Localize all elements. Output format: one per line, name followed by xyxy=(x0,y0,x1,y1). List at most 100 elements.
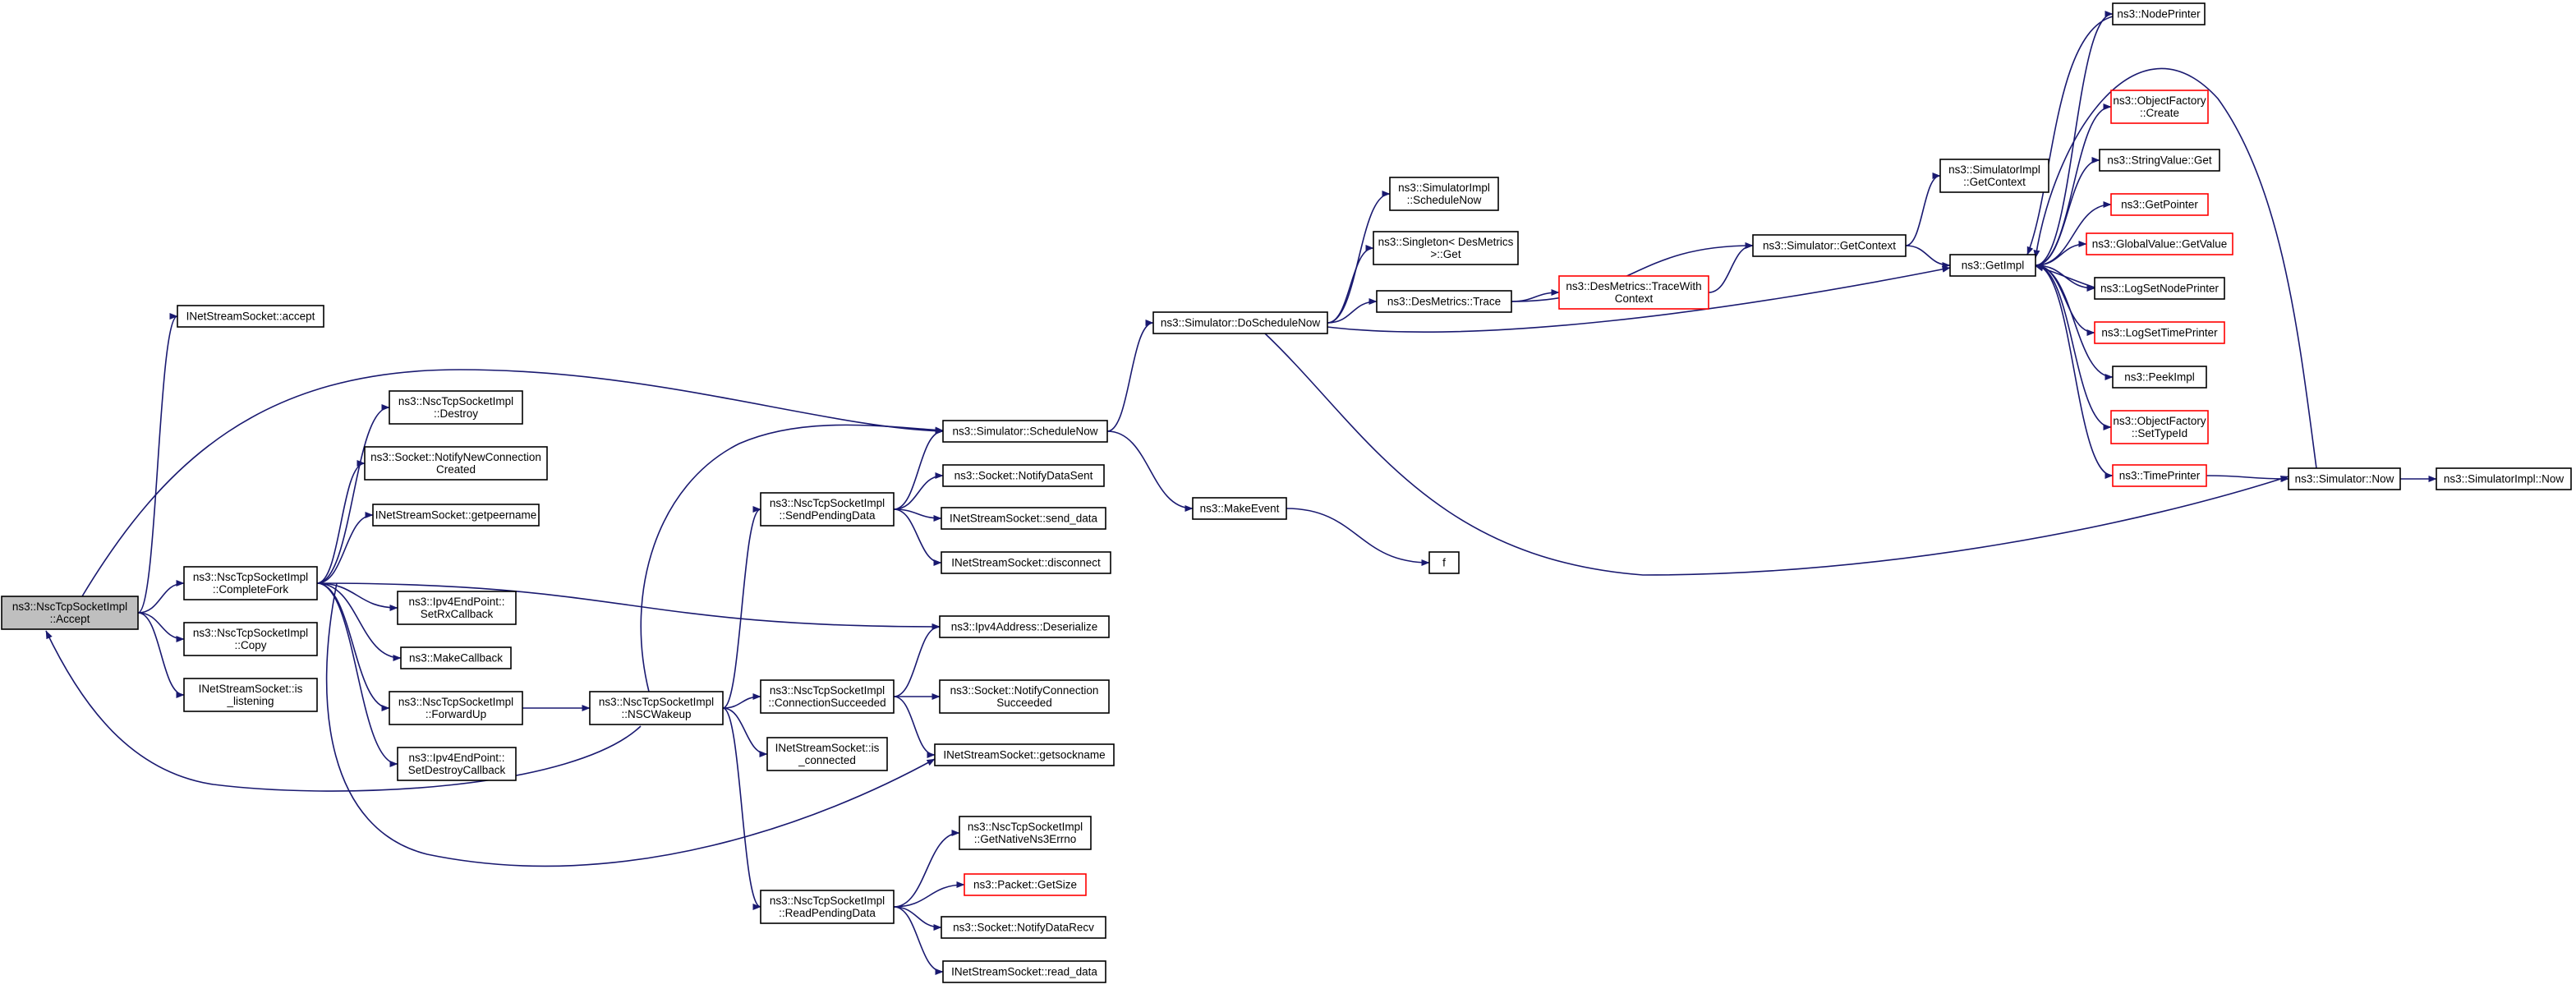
edge-line xyxy=(316,582,398,767)
node-desmetrics-trace[interactable]: ns3::DesMetrics::Trace xyxy=(1376,290,1512,313)
node-box xyxy=(1192,497,1287,520)
node-simulator-now[interactable]: ns3::Simulator::Now xyxy=(2288,467,2401,490)
node-disconnect[interactable]: INetStreamSocket::disconnect xyxy=(941,551,1111,574)
node-simimpl-getcontext[interactable]: ns3::SimulatorImpl::GetContext xyxy=(1939,159,2049,193)
node-simimpl-schedulenow[interactable]: ns3::SimulatorImpl::ScheduleNow xyxy=(1389,177,1499,211)
edge-doschedulenow-to-singleton-get xyxy=(1327,245,1374,324)
node-box xyxy=(939,615,1110,638)
node-inet-accept[interactable]: INetStreamSocket::accept xyxy=(177,305,324,328)
node-label: ::ScheduleNow xyxy=(1407,194,1482,206)
node-label: SetDestroyCallback xyxy=(408,764,506,776)
node-makecallback[interactable]: ns3::MakeCallback xyxy=(400,646,512,669)
edge-nscwakeup-to-isconnected xyxy=(722,707,768,757)
node-schedulenow[interactable]: ns3::Simulator::ScheduleNow xyxy=(942,420,1108,443)
node-objfactory-settypeid[interactable]: ns3::ObjectFactory::SetTypeId xyxy=(2110,410,2209,444)
edge-getimpl-to-stringvalue-get xyxy=(2035,157,2100,266)
edge-getimpl-to-globalvalue-getvalue xyxy=(2035,241,2087,266)
node-peekimpl[interactable]: ns3::PeekImpl xyxy=(2112,366,2207,389)
edge-desmetrics-trace-to-tracewithcontext xyxy=(1511,289,1560,302)
edge-line xyxy=(137,580,185,614)
node-label: ::SendPendingData xyxy=(779,509,876,522)
node-sendpending[interactable]: ns3::NscTcpSocketImpl::SendPendingData xyxy=(760,492,895,527)
node-send-data[interactable]: INetStreamSocket::send_data xyxy=(941,507,1106,530)
node-label: INetStreamSocket::getsockname xyxy=(943,749,1105,761)
edge-nscwakeup-to-connsucceeded xyxy=(722,693,761,709)
node-box xyxy=(2436,467,2572,490)
node-isconnected[interactable]: INetStreamSocket::is_connected xyxy=(766,737,888,771)
edge-line xyxy=(1511,242,1754,302)
node-label: ::ConnectionSucceeded xyxy=(768,697,886,709)
edge-line xyxy=(2035,264,2112,430)
node-box xyxy=(372,504,540,527)
edge-line xyxy=(893,881,965,908)
node-label: ns3::NscTcpSocketImpl xyxy=(770,497,885,509)
node-simimpl-now[interactable]: ns3::SimulatorImpl::Now xyxy=(2436,467,2572,490)
edge-completefork-to-destroy xyxy=(316,404,390,584)
node-getpointer[interactable]: ns3::GetPointer xyxy=(2110,193,2209,216)
node-setdestroycb[interactable]: ns3::Ipv4EndPoint::SetDestroyCallback xyxy=(397,747,517,781)
node-logsettimeprinter[interactable]: ns3::LogSetTimePrinter xyxy=(2094,321,2225,344)
node-readpending[interactable]: ns3::NscTcpSocketImpl::ReadPendingData xyxy=(760,890,895,924)
node-notifydatarecv[interactable]: ns3::Socket::NotifyDataRecv xyxy=(941,916,1106,939)
node-islistening[interactable]: INetStreamSocket::is_listening xyxy=(183,678,318,712)
edge-accept-to-schedulenow xyxy=(81,369,944,597)
edge-line xyxy=(722,707,768,757)
node-logsetnodeprinter[interactable]: ns3::LogSetNodePrinter xyxy=(2094,277,2225,300)
node-box xyxy=(1,596,139,630)
node-label: ns3::LogSetTimePrinter xyxy=(2101,327,2218,339)
node-label: ns3::Socket::NotifyNewConnection xyxy=(370,451,541,463)
node-box xyxy=(934,743,1115,766)
node-label: >::Get xyxy=(1430,248,1460,260)
node-connsucceeded[interactable]: ns3::NscTcpSocketImpl::ConnectionSucceed… xyxy=(760,679,895,714)
node-read-data[interactable]: INetStreamSocket::read_data xyxy=(942,960,1106,983)
node-getcontext[interactable]: ns3::Simulator::GetContext xyxy=(1752,234,1907,257)
edge-connsucceeded-to-deserialize xyxy=(893,623,941,697)
edge-doschedulenow-to-getimpl xyxy=(1327,265,1951,333)
node-label: ns3::Socket::NotifyDataSent xyxy=(954,470,1093,482)
node-accept[interactable]: ns3::NscTcpSocketImpl::Accept xyxy=(1,596,139,630)
node-box xyxy=(589,691,724,725)
edge-nscwakeup-to-readpending xyxy=(722,707,761,910)
node-doschedulenow[interactable]: ns3::Simulator::DoScheduleNow xyxy=(1152,311,1328,334)
node-stringvalue-get[interactable]: ns3::StringValue::Get xyxy=(2099,149,2220,172)
node-notifydatasent[interactable]: ns3::Socket::NotifyDataSent xyxy=(942,464,1105,487)
node-f[interactable]: f xyxy=(1428,551,1460,574)
node-copy[interactable]: ns3::NscTcpSocketImpl::Copy xyxy=(183,622,318,656)
edge-connsucceeded-to-getsockname xyxy=(893,696,936,758)
node-destroy[interactable]: ns3::NscTcpSocketImpl::Destroy xyxy=(389,390,523,425)
node-getimpl[interactable]: ns3::GetImpl xyxy=(1949,254,2036,277)
node-timeprinter[interactable]: ns3::TimePrinter xyxy=(2112,464,2207,487)
node-setrxcallback[interactable]: ns3::Ipv4EndPoint::SetRxCallback xyxy=(397,591,517,625)
node-box xyxy=(941,507,1106,530)
edge-layer xyxy=(45,11,2437,975)
edge-line xyxy=(81,369,944,597)
edge-getimpl-to-timeprinter xyxy=(2035,264,2114,479)
edge-completefork-to-makecallback xyxy=(316,582,402,661)
node-getpeername[interactable]: INetStreamSocket::getpeername xyxy=(372,504,540,527)
node-makeevent[interactable]: ns3::MakeEvent xyxy=(1192,497,1287,520)
node-nodeprinter[interactable]: ns3::NodePrinter xyxy=(2112,2,2206,25)
edge-schedulenow-to-makeevent xyxy=(1106,430,1194,512)
node-deserialize[interactable]: ns3::Ipv4Address::Deserialize xyxy=(939,615,1110,638)
node-objfactory-create[interactable]: ns3::ObjectFactory::Create xyxy=(2110,90,2209,124)
edge-line xyxy=(1327,245,1374,324)
node-label: ns3::Simulator::ScheduleNow xyxy=(952,426,1097,438)
edge-line xyxy=(1106,320,1154,432)
node-forwardup[interactable]: ns3::NscTcpSocketImpl::ForwardUp xyxy=(389,691,523,725)
node-getsockname[interactable]: INetStreamSocket::getsockname xyxy=(934,743,1115,766)
node-nscwakeup[interactable]: ns3::NscTcpSocketImpl::NSCWakeup xyxy=(589,691,724,725)
node-getnativeerrno[interactable]: ns3::NscTcpSocketImpl::GetNativeNs3Errno xyxy=(959,816,1092,850)
node-globalvalue-getvalue[interactable]: ns3::GlobalValue::GetValue xyxy=(2086,232,2233,255)
node-box xyxy=(939,679,1110,714)
node-packetgetsize[interactable]: ns3::Packet::GetSize xyxy=(964,873,1087,896)
node-box xyxy=(2099,149,2220,172)
node-box xyxy=(177,305,324,328)
node-label: ::CompleteFork xyxy=(213,583,289,596)
edge-completefork-to-setrxcallback xyxy=(316,582,398,611)
node-singleton-get[interactable]: ns3::Singleton< DesMetrics>::Get xyxy=(1373,231,1519,265)
node-completefork[interactable]: ns3::NscTcpSocketImpl::CompleteFork xyxy=(183,566,318,600)
